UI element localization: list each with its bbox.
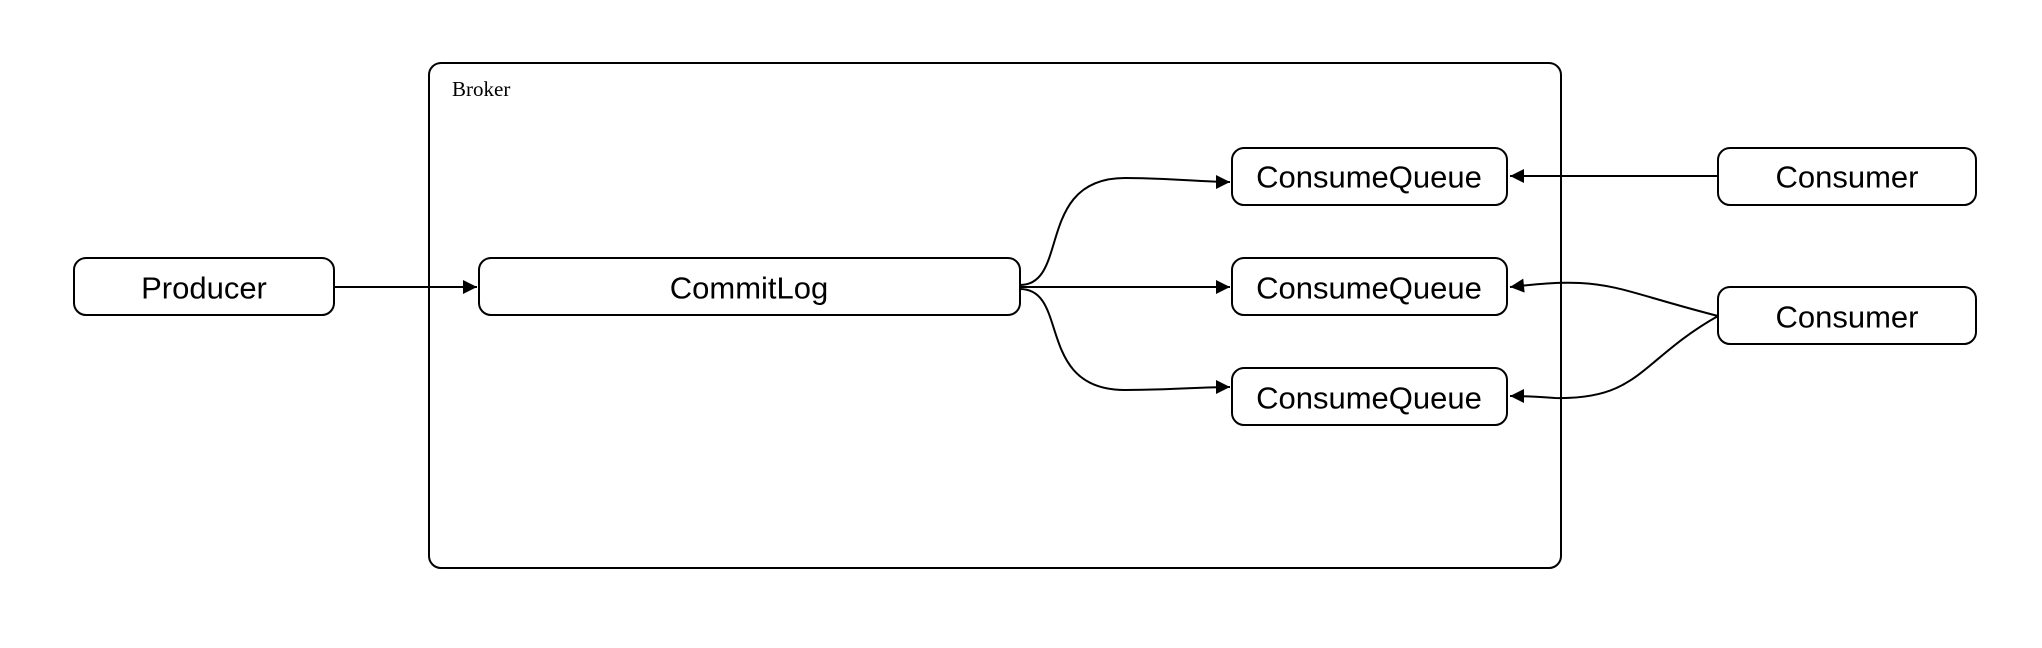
broker-cluster-label: Broker [452, 77, 510, 101]
node-producer-label: Producer [141, 271, 267, 306]
node-commitlog[interactable]: CommitLog [478, 257, 1021, 316]
node-consume-queue-3-label: ConsumeQueue [1256, 381, 1482, 416]
edge-consumer-2-queue-2 [1509, 278, 1719, 317]
node-consume-queue-3-box[interactable] [1231, 367, 1508, 426]
broker-cluster: Broker [428, 62, 1562, 569]
broker-cluster-border [428, 62, 1562, 569]
edge-consumer-2-queue-3 [1509, 315, 1719, 404]
node-consumer-1[interactable]: Consumer [1717, 147, 1977, 206]
node-consumer-2[interactable]: Consumer [1717, 286, 1977, 345]
node-consume-queue-1[interactable]: ConsumeQueue [1231, 147, 1508, 206]
node-consume-queue-3[interactable]: ConsumeQueue [1231, 367, 1508, 426]
node-producer[interactable]: Producer [73, 257, 335, 316]
edge-commitlog-queue-1 [1019, 174, 1231, 286]
node-commitlog-label: CommitLog [670, 271, 829, 306]
node-consume-queue-1-label: ConsumeQueue [1256, 160, 1482, 195]
node-producer-box[interactable] [73, 257, 335, 316]
node-consumer-2-box[interactable] [1717, 286, 1977, 345]
node-consumer-1-box[interactable] [1717, 147, 1977, 206]
node-consume-queue-2-label: ConsumeQueue [1256, 271, 1482, 306]
edges [334, 169, 1719, 404]
node-consumer-2-label: Consumer [1776, 300, 1919, 335]
node-consume-queue-1-box[interactable] [1231, 147, 1508, 206]
node-consumer-1-label: Consumer [1776, 160, 1919, 195]
node-consume-queue-2[interactable]: ConsumeQueue [1231, 257, 1508, 316]
node-commitlog-box[interactable] [478, 257, 1021, 316]
edge-commitlog-queue-3 [1019, 288, 1231, 395]
node-consume-queue-2-box[interactable] [1231, 257, 1508, 316]
